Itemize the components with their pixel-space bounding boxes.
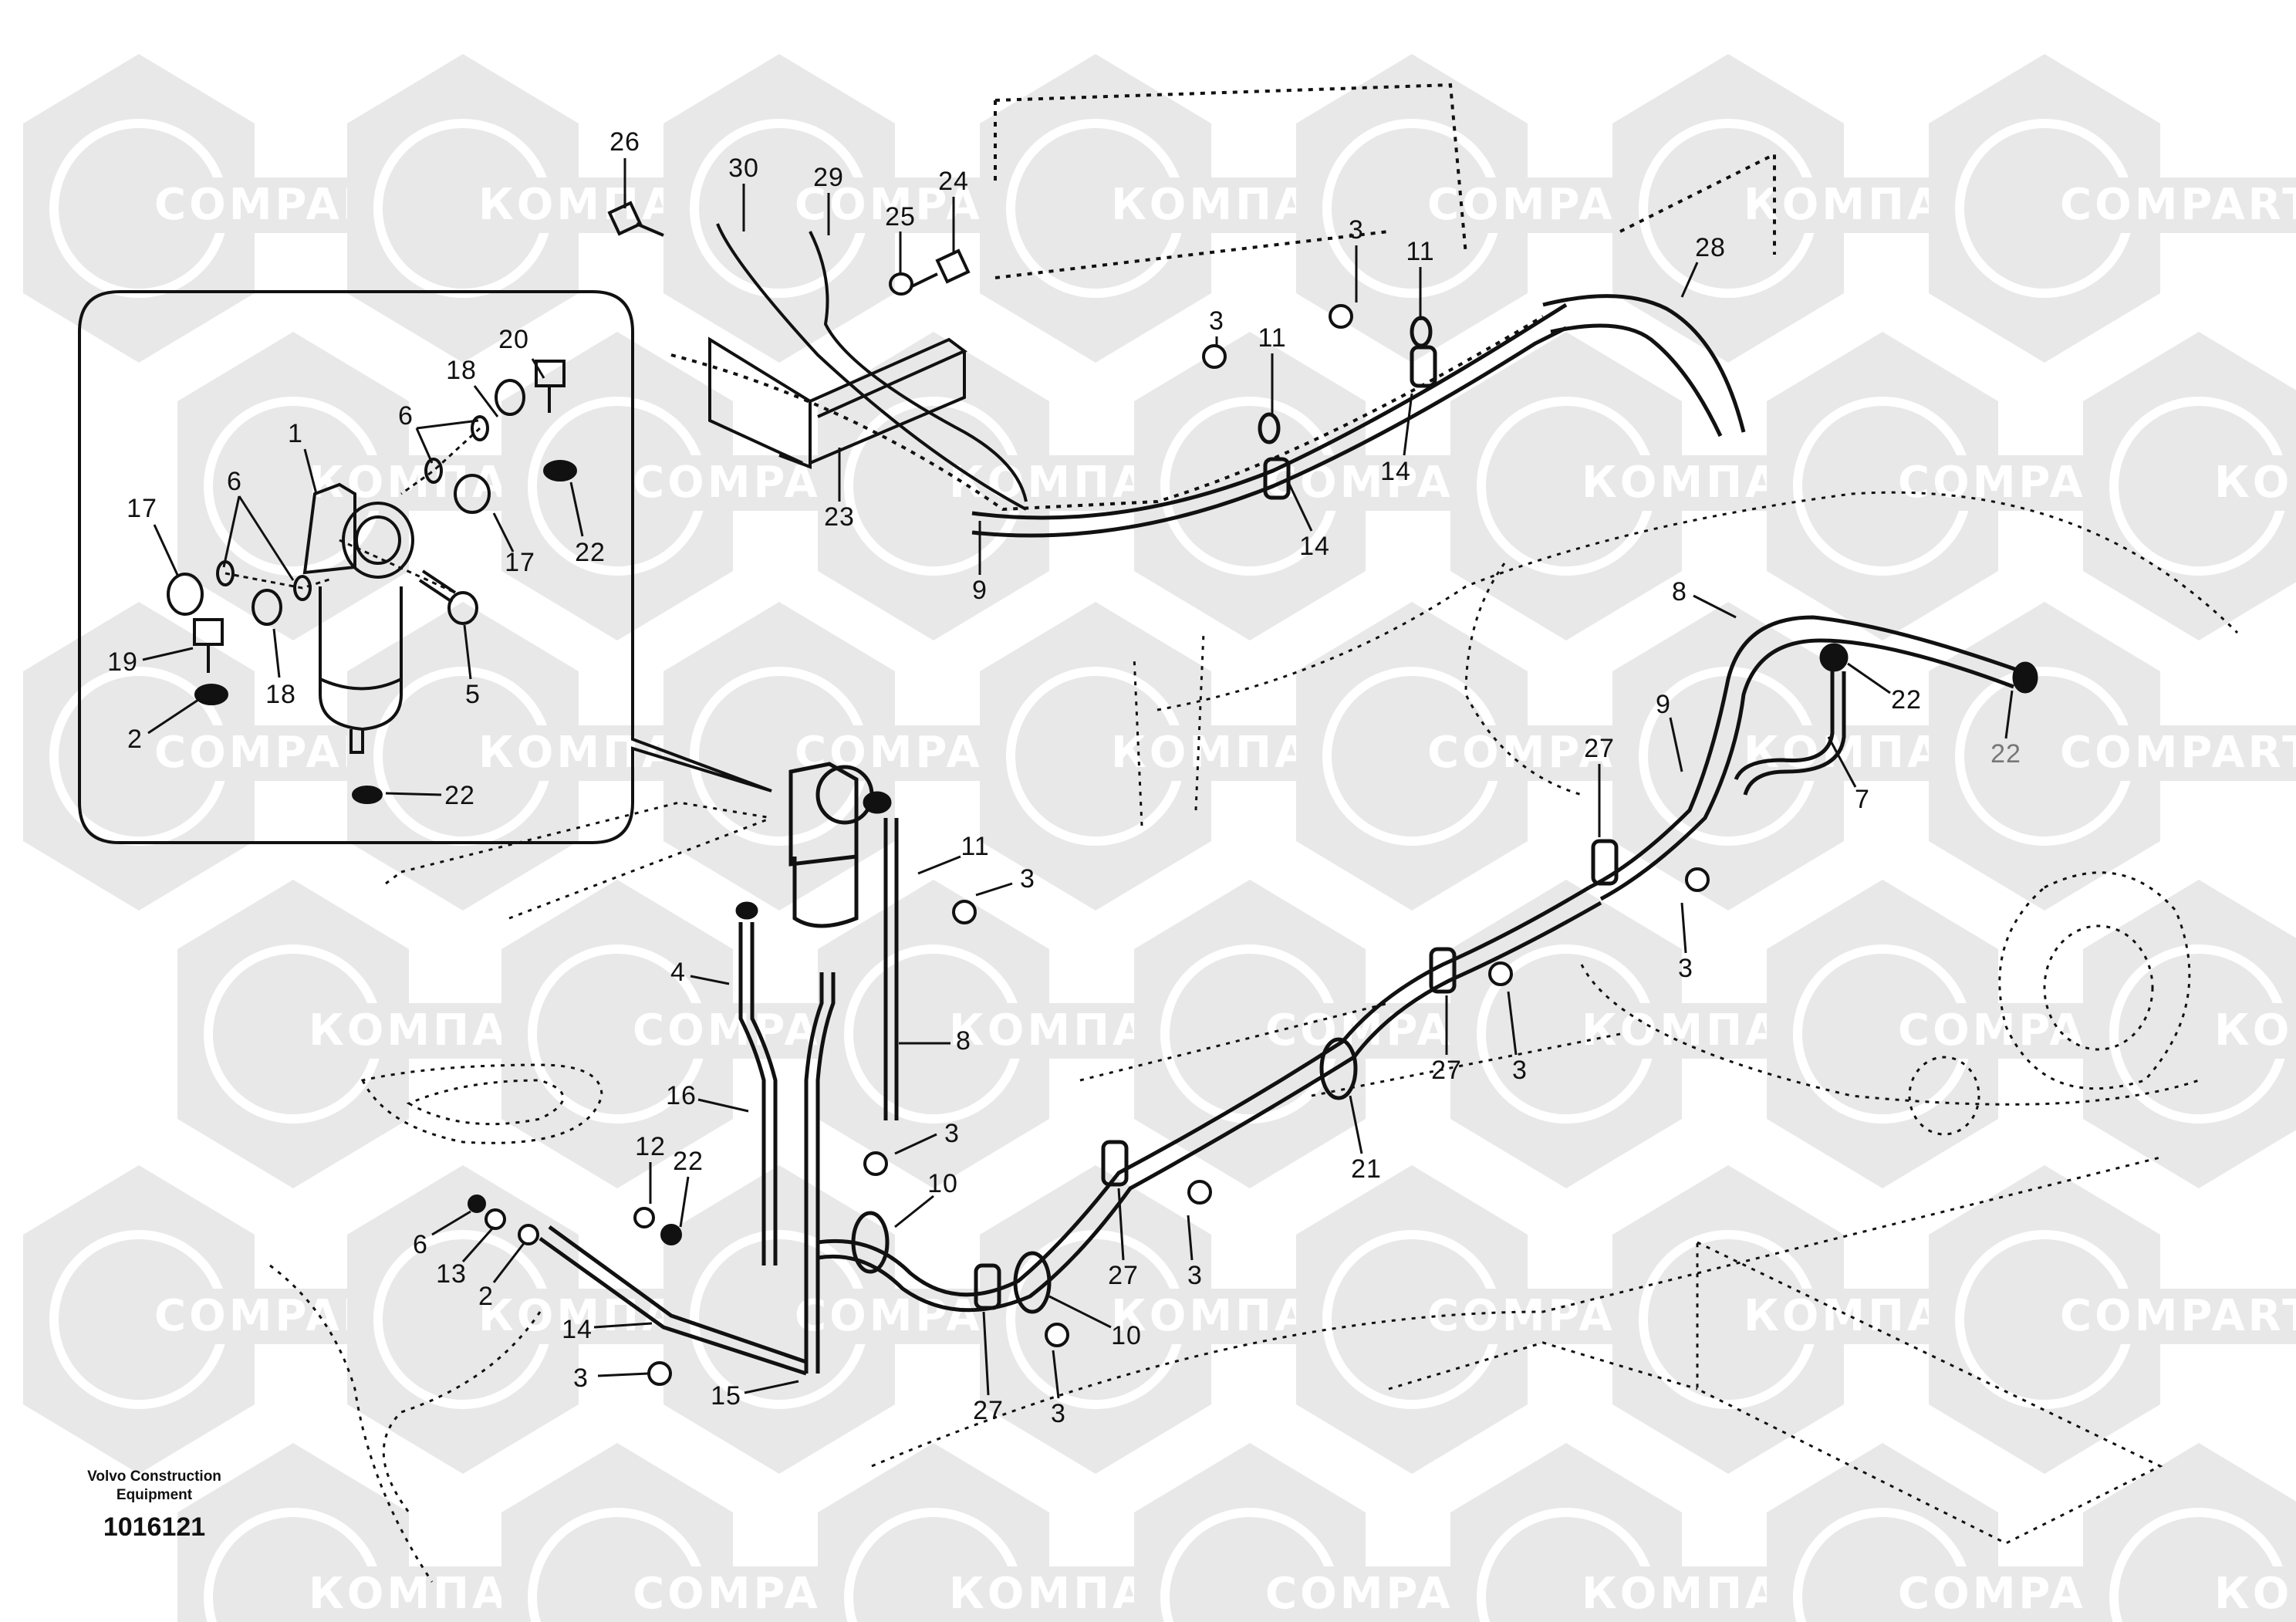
watermark-tile: COMPART: [501, 880, 884, 1188]
part-callout-8: 8: [956, 1026, 971, 1056]
watermark-tile: КОМПАРТ: [2083, 880, 2296, 1188]
inset-callout-22: 22: [444, 781, 475, 810]
part-callout-24: 24: [938, 167, 969, 196]
watermark-text: КОМПАРТ: [2214, 458, 2296, 508]
part-callout-3: 3: [1020, 864, 1035, 894]
manufacturer-line-2: Equipment: [116, 1487, 193, 1503]
manufacturer-label: Volvo Construction Equipment: [46, 1468, 262, 1505]
part-callout-16: 16: [666, 1081, 697, 1110]
watermark-tile: КОМПАРТ: [2083, 332, 2296, 640]
manufacturer-line-1: Volvo Construction: [87, 1468, 221, 1485]
part-callout-7: 7: [1855, 785, 1870, 814]
watermark-tile: COMPART: [1929, 54, 2296, 363]
lower-fuel-lines: [817, 839, 1619, 1314]
part-callout-26: 26: [609, 127, 640, 157]
part-callout-3: 3: [1512, 1056, 1528, 1085]
part-callout-27: 27: [1584, 734, 1615, 763]
part-callout-3: 3: [1051, 1399, 1066, 1428]
watermark-tile: COMPART: [1929, 602, 2296, 911]
part-callout-22: 22: [673, 1147, 704, 1176]
inset-leader-lines: [142, 358, 584, 796]
part-callout-2: 2: [478, 1282, 494, 1311]
part-callout-6: 6: [413, 1230, 428, 1259]
machine-outline-dashed: [269, 491, 2239, 1583]
inset-callout-2: 2: [127, 725, 143, 754]
watermark-tile: КОМПАРТ: [1450, 880, 1846, 1188]
part-callout-13: 13: [436, 1259, 467, 1289]
watermark-tile: COMPART: [1929, 1165, 2296, 1474]
filter-assembly-main: [539, 762, 899, 1376]
watermark-tile: КОМПАРТ: [818, 332, 1214, 640]
part-callout-3: 3: [944, 1119, 960, 1148]
watermark-text: КОМПАРТ: [2214, 1005, 2296, 1056]
part-callout-27: 27: [973, 1396, 1004, 1425]
part-callout-10: 10: [1111, 1321, 1142, 1350]
upper-bracket-assembly: [607, 201, 1028, 511]
part-callout-11: 11: [1406, 237, 1435, 266]
part-callout-14: 14: [1380, 457, 1411, 486]
inset-callout-18: 18: [446, 356, 477, 385]
return-lines: [1588, 615, 2038, 901]
part-callout-3: 3: [1209, 306, 1224, 336]
watermark-text: КОМПАРТ: [2214, 1569, 2296, 1619]
part-callout-4: 4: [670, 958, 686, 987]
inset-callout-5: 5: [465, 680, 481, 709]
watermark-tile: COMPART: [1767, 332, 2149, 640]
upper-fuel-lines: [971, 294, 1746, 538]
inset-callout-6: 6: [398, 401, 414, 431]
watermark-text: COMPART: [2060, 728, 2296, 778]
inset-callout-17: 17: [505, 548, 535, 577]
inset-callout-1: 1: [288, 419, 303, 448]
part-callout-30: 30: [728, 154, 759, 183]
inset-callout-17: 17: [127, 494, 157, 523]
callout-leader-lines: [431, 158, 2014, 1399]
part-callout-11: 11: [961, 832, 990, 861]
part-callout-9: 9: [972, 576, 988, 605]
inset-box: [78, 290, 772, 844]
upper-fuel-lines-dashed: [670, 83, 1776, 512]
inset-callout-18: 18: [265, 680, 296, 709]
inset-callout-20: 20: [498, 325, 529, 354]
part-callout-23: 23: [824, 502, 855, 532]
watermark-text: COMPART: [2060, 1291, 2296, 1341]
part-callout-29: 29: [813, 163, 844, 192]
part-callout-25: 25: [885, 202, 916, 231]
part-callout-21: 21: [1351, 1154, 1382, 1184]
fuel-filter-exploded: [167, 360, 577, 804]
part-callout-3: 3: [1678, 954, 1693, 983]
part-callout-3: 3: [1349, 215, 1364, 245]
part-callout-22: 22: [1990, 739, 2021, 769]
part-callout-12: 12: [635, 1132, 666, 1161]
part-callout-8: 8: [1672, 577, 1687, 607]
part-callout-14: 14: [562, 1315, 593, 1344]
inset-callout-22: 22: [575, 538, 606, 567]
part-callout-27: 27: [1431, 1056, 1462, 1085]
part-callout-11: 11: [1258, 323, 1287, 353]
part-callout-15: 15: [711, 1381, 741, 1411]
part-callout-27: 27: [1108, 1261, 1139, 1290]
part-callout-22: 22: [1891, 685, 1922, 715]
watermark-text: COMPART: [2060, 180, 2296, 230]
part-callout-3: 3: [1187, 1261, 1203, 1290]
inset-callout-6: 6: [227, 467, 242, 496]
part-callout-14: 14: [1299, 532, 1330, 561]
bolts: [468, 304, 1710, 1386]
part-callout-9: 9: [1656, 690, 1671, 719]
part-callout-28: 28: [1695, 233, 1726, 262]
watermark-tile: КОМПАРТ: [2083, 1443, 2296, 1622]
inset-callout-19: 19: [107, 647, 138, 677]
part-callout-3: 3: [573, 1363, 589, 1393]
part-callout-10: 10: [927, 1169, 958, 1198]
figure-number: 1016121: [103, 1512, 206, 1542]
